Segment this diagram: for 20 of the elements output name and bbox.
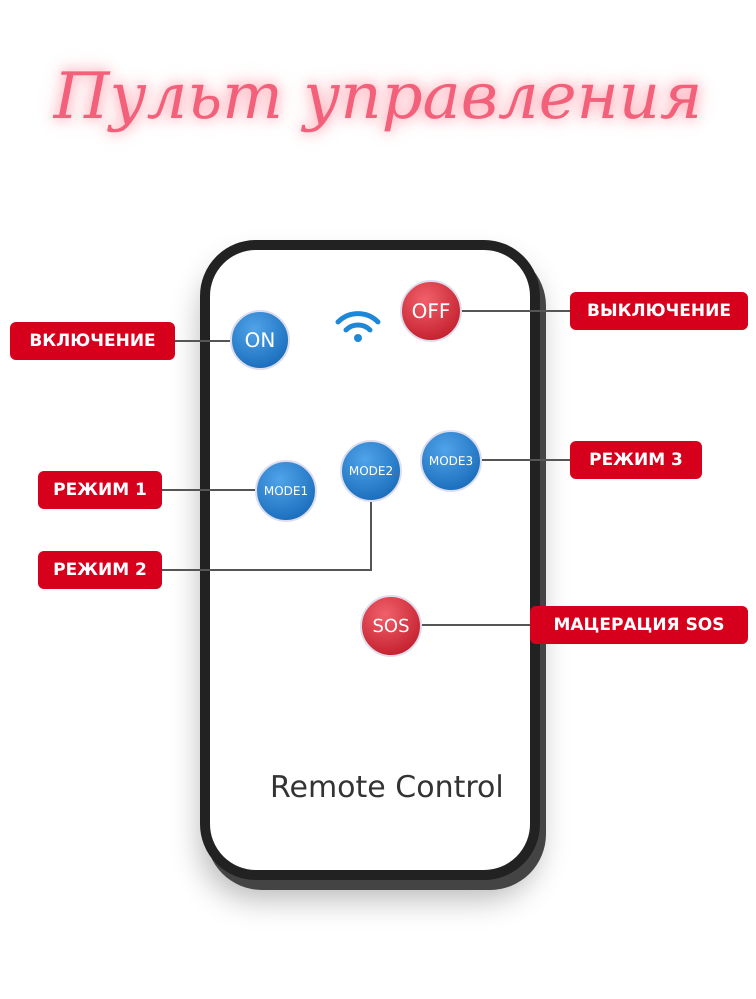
remote-button: ON — [230, 310, 290, 370]
leader-line — [162, 502, 372, 571]
remote-button: MODE2 — [340, 440, 402, 502]
remote-button: MODE3 — [420, 430, 482, 492]
title: Пульт управления — [52, 60, 704, 134]
callout-label: РЕЖИМ 1 — [38, 471, 162, 509]
remote-button: OFF — [400, 280, 462, 342]
leader-line — [175, 340, 230, 342]
leader-line — [462, 310, 570, 312]
leader-line — [482, 459, 570, 461]
remote-button: SOS — [360, 595, 422, 657]
remote-button: MODE1 — [255, 460, 317, 522]
callout-label: РЕЖИМ 2 — [38, 551, 162, 589]
printed-label: Remote Control — [270, 770, 504, 805]
callout-label: ВЫКЛЮЧЕНИЕ — [570, 292, 748, 330]
leader-line — [162, 489, 255, 491]
callout-label: ВКЛЮЧЕНИЕ — [10, 322, 175, 360]
leader-line — [422, 624, 530, 626]
callout-label: МАЦЕРАЦИЯ SOS — [530, 606, 748, 644]
callout-label: РЕЖИМ 3 — [570, 441, 702, 479]
